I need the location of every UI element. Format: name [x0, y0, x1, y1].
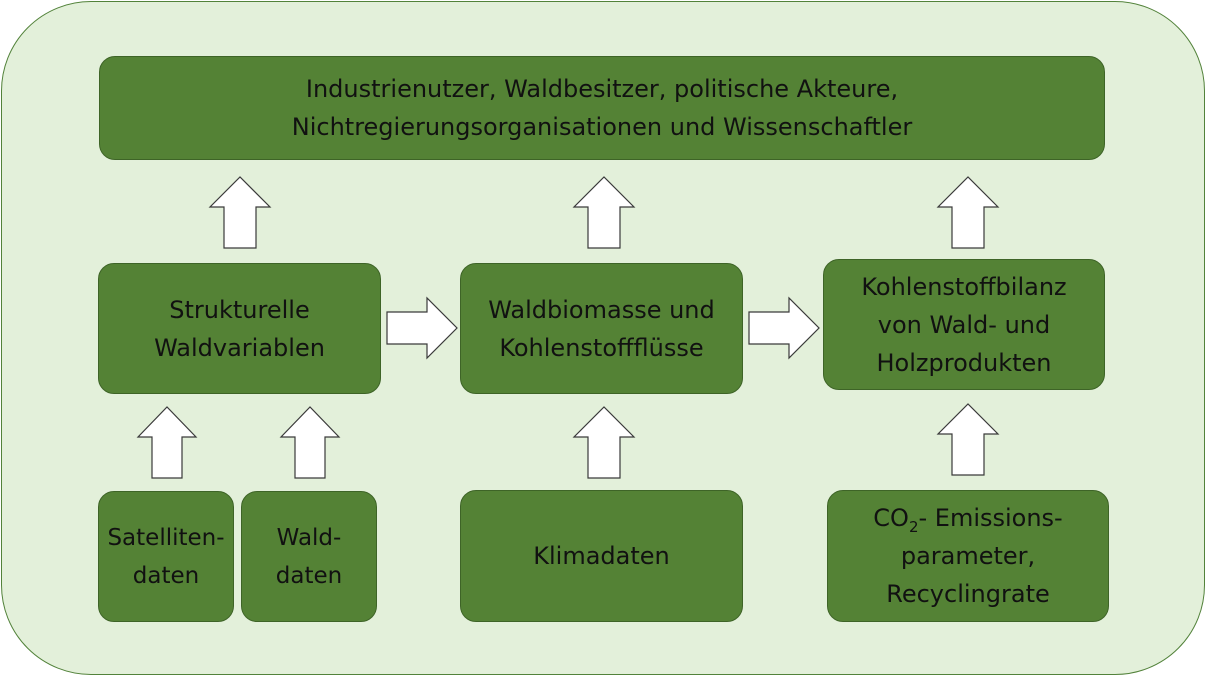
arrow-up-structural-to-stakeholders [208, 176, 272, 249]
emissions-line-1: CO2- Emissions- [873, 499, 1062, 537]
structural-variables-box: Strukturelle Waldvariablen [98, 263, 381, 394]
satellite-line-1: Satelliten- [107, 524, 225, 551]
arrow-up-biomass-to-stakeholders [572, 176, 636, 249]
carbon-balance-box: Kohlenstoffbilanz von Wald- und Holzprod… [823, 259, 1105, 390]
structural-line-2: Waldvariablen [154, 333, 325, 362]
carbon-balance-line-2: von Wald- und [877, 310, 1051, 339]
arrow-up-forestdata-to-structural [279, 406, 341, 479]
structural-line-1: Strukturelle [169, 295, 310, 324]
biomass-line-2: Kohlenstoffflüsse [499, 333, 704, 362]
carbon-balance-line-1: Kohlenstoffbilanz [861, 272, 1067, 301]
arrow-up-carbon-to-stakeholders [936, 176, 1000, 249]
emissions-line-2: parameter, [900, 542, 1036, 570]
emissions-subscript: 2 [908, 518, 919, 536]
forest-data-line-2: daten [275, 562, 343, 589]
forest-data-line-1: Wald- [276, 524, 342, 551]
stakeholders-line-2: Nichtregierungsorganisationen und Wissen… [291, 113, 913, 141]
forest-data-box: Wald- daten [241, 491, 377, 622]
arrow-up-emissions-to-carbon [936, 403, 1000, 476]
biomass-line-1: Waldbiomasse und [488, 295, 715, 324]
arrow-up-satellite-to-structural [136, 406, 198, 479]
arrow-up-climate-to-biomass [572, 406, 636, 479]
emissions-rest: - Emissions- [918, 504, 1063, 532]
carbon-balance-line-3: Holzprodukten [876, 348, 1052, 377]
stakeholders-box: Industrienutzer, Waldbesitzer, politisch… [99, 56, 1105, 160]
arrow-right-biomass-to-carbon [748, 296, 820, 360]
emissions-box: CO2- Emissions- parameter, Recyclingrate [827, 490, 1109, 622]
biomass-fluxes-box: Waldbiomasse und Kohlenstoffflüsse [460, 263, 743, 394]
emissions-co: CO [873, 504, 909, 532]
satellite-data-box: Satelliten- daten [98, 491, 234, 622]
arrow-right-structural-to-biomass [386, 296, 458, 360]
climate-data-box: Klimadaten [460, 490, 743, 622]
stakeholders-line-1: Industrienutzer, Waldbesitzer, politisch… [305, 75, 899, 103]
emissions-line-3: Recyclingrate [886, 580, 1050, 608]
climate-line-1: Klimadaten [533, 542, 670, 570]
satellite-line-2: daten [132, 562, 200, 589]
